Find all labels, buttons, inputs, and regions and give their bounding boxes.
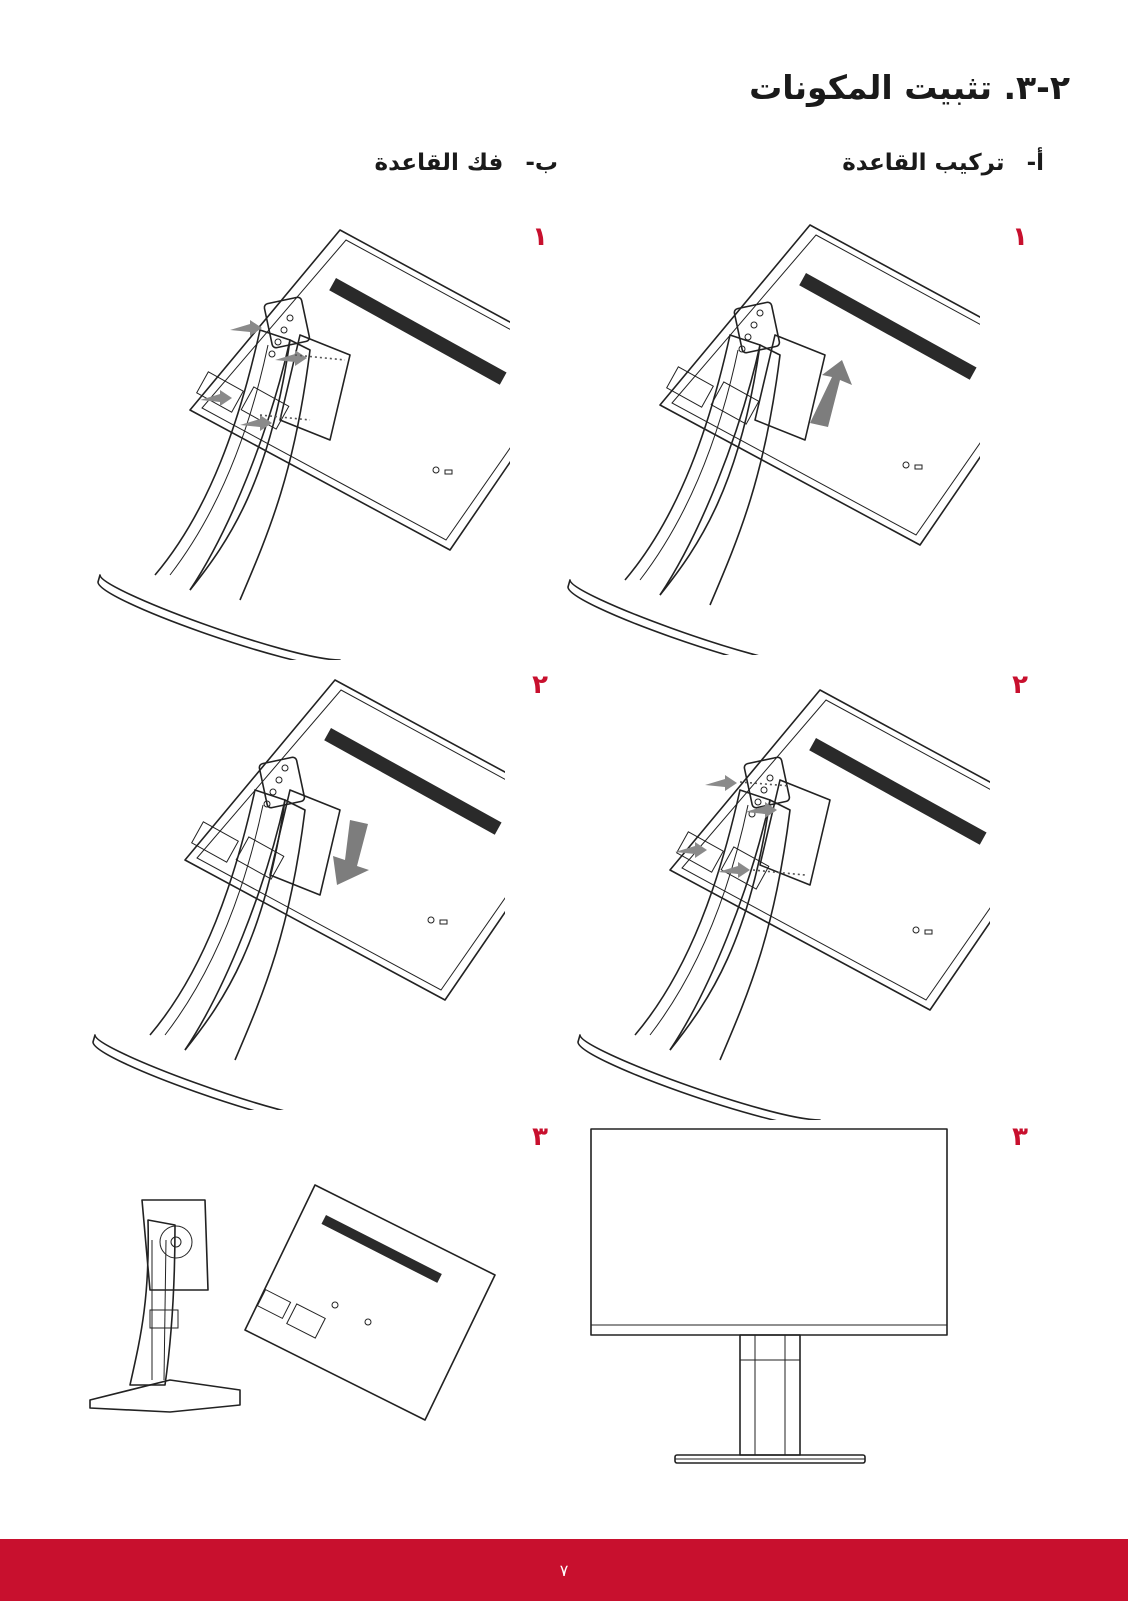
step-number-b2: ٢ [532,670,548,700]
page-title: ٢-٣. تثبيت المكونات [749,68,1070,107]
section-label: فك القاعدة [374,150,504,176]
section-label: تركيب القاعدة [842,150,1005,176]
step-number-a1: ١ [1012,222,1028,252]
step-number-a2: ٢ [1012,670,1028,700]
footer-bar: ٧ [0,1539,1128,1601]
step-number-a3: ٣ [1012,1122,1028,1152]
section-heading-remove-stand: ب- فك القاعدة [375,150,558,176]
illustration-detach-slide-down [85,670,505,1110]
section-prefix: أ- [1026,150,1044,176]
illustration-insert-screws [570,680,990,1120]
illustration-separated-stand-and-monitor [80,1180,510,1430]
step-number-b3: ٣ [532,1122,548,1152]
illustration-attach-slide-up [560,215,980,655]
illustration-monitor-front-on-stand [585,1125,955,1475]
page-number: ٧ [559,1560,569,1580]
step-number-b1: ١ [532,222,548,252]
section-heading-attach-stand: أ- تركيب القاعدة [842,150,1044,176]
illustration-remove-screws [90,220,510,660]
section-prefix: ب- [525,150,558,176]
